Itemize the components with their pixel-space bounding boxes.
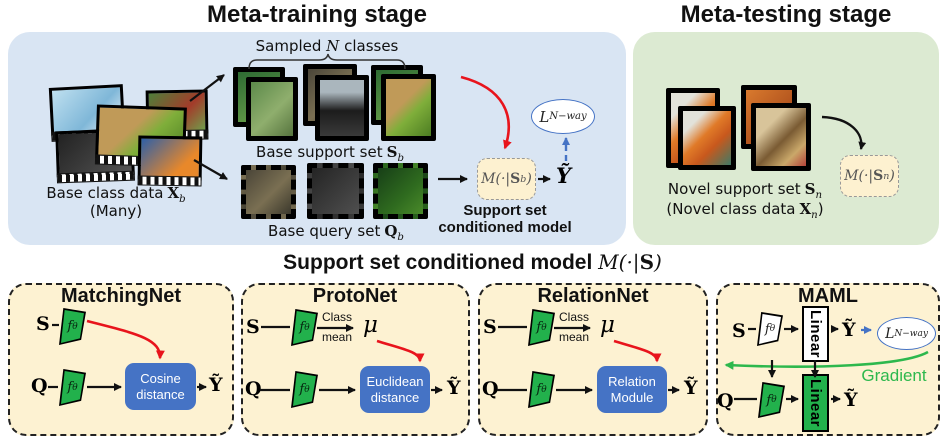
relationnet-class-mean-bottom: mean bbox=[558, 330, 590, 344]
protonet-Q: Q bbox=[245, 378, 262, 400]
panel-matchingnet bbox=[8, 283, 234, 436]
sampled-classes-label: Sampled N classes bbox=[255, 37, 399, 55]
protonet-class-mean-top: Class bbox=[321, 310, 353, 324]
panel-protonet bbox=[241, 283, 470, 436]
support-photo-snake bbox=[381, 74, 436, 141]
model-caption-line2: conditioned model bbox=[438, 219, 572, 236]
maml-pred-bottom: Ỹ bbox=[844, 389, 858, 411]
cosine-distance-module: Cosine distance bbox=[125, 363, 196, 410]
relationnet-Q: Q bbox=[482, 378, 499, 400]
novel-photo-ferret bbox=[751, 103, 811, 171]
gradient-label: Gradient bbox=[861, 366, 927, 385]
maml-linear-top: Linear bbox=[802, 306, 829, 362]
model-caption-line1: Support set bbox=[463, 202, 547, 219]
panel-relationnet bbox=[478, 283, 708, 436]
maml-pred-top: Ỹ bbox=[842, 319, 856, 341]
protonet-mu: μ bbox=[363, 312, 378, 338]
bottom-section-title: Support set conditioned model M(·|S) bbox=[283, 250, 662, 274]
many-label: (Many) bbox=[89, 202, 143, 220]
matchingnet-pred: Ỹ bbox=[209, 374, 223, 396]
query-photo-snake bbox=[373, 163, 428, 219]
query-photo-dog bbox=[307, 163, 364, 219]
matchingnet-S: S bbox=[36, 313, 50, 335]
maml-Q: Q bbox=[717, 390, 734, 412]
base-photo-fish bbox=[137, 135, 203, 181]
meta-training-title: Meta-training stage bbox=[206, 1, 428, 28]
base-class-symbol: X bbox=[167, 184, 180, 202]
query-photo-feeder bbox=[241, 165, 296, 219]
relationnet-pred: Ỹ bbox=[684, 377, 698, 399]
protonet-class-mean-bottom: mean bbox=[321, 330, 353, 344]
meta-testing-title: Meta-testing stage bbox=[680, 1, 892, 28]
relationnet-S: S bbox=[483, 316, 497, 338]
maml-S: S bbox=[732, 320, 746, 342]
protonet-title: ProtoNet bbox=[312, 285, 398, 307]
novel-photo-crab bbox=[678, 106, 736, 170]
support-photo-finches bbox=[246, 77, 298, 141]
prediction-symbol-training: Ỹ bbox=[556, 163, 571, 188]
relation-module: Relation Module bbox=[597, 366, 667, 413]
support-photo-dog bbox=[315, 75, 369, 141]
base-class-text: Base class data bbox=[46, 184, 164, 202]
protonet-pred: Ỹ bbox=[447, 377, 461, 399]
matchingnet-title: MatchingNet bbox=[61, 285, 181, 307]
protonet-S: S bbox=[246, 316, 260, 338]
euclidean-distance-module: Euclidean distance bbox=[360, 366, 430, 413]
maml-linear-bottom: Linear bbox=[802, 374, 829, 432]
relationnet-class-mean-top: Class bbox=[558, 310, 590, 324]
relationnet-mu: μ bbox=[600, 312, 615, 338]
maml-title: MAML bbox=[798, 285, 858, 307]
matchingnet-Q: Q bbox=[31, 375, 48, 397]
relationnet-title: RelationNet bbox=[537, 285, 649, 307]
